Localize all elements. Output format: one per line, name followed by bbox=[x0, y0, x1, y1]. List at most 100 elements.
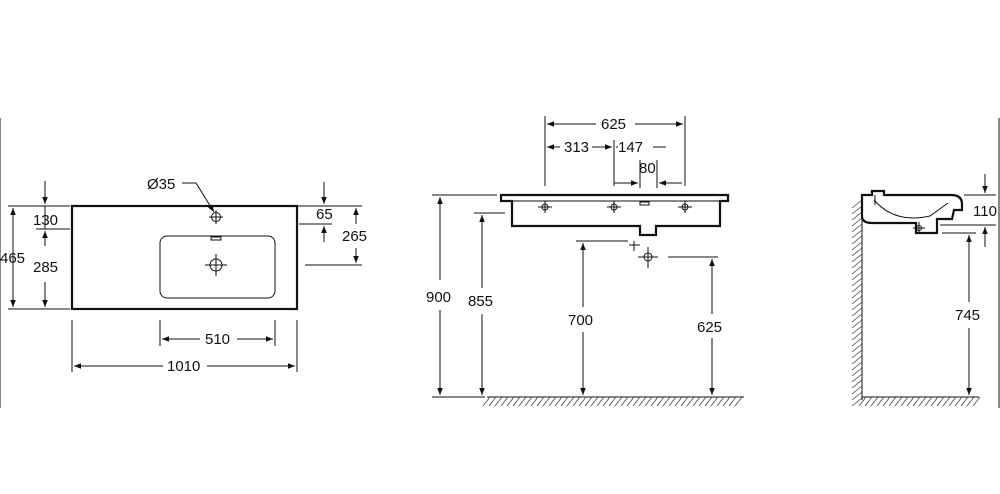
wall-hatch-side bbox=[851, 199, 863, 407]
dim-110: 110 bbox=[973, 203, 997, 220]
drain-marker-front bbox=[629, 241, 658, 268]
hatch-stroke bbox=[662, 396, 671, 407]
hatch-stroke bbox=[626, 396, 635, 407]
hatch-stroke bbox=[851, 211, 863, 221]
dim-1010: 1010 bbox=[167, 358, 200, 375]
hatch-stroke bbox=[900, 396, 909, 407]
hatch-stroke bbox=[851, 295, 863, 305]
hatch-stroke bbox=[876, 396, 885, 407]
hatch-stroke bbox=[722, 396, 731, 407]
hatch-stroke bbox=[851, 235, 863, 245]
dim-700: 700 bbox=[568, 312, 593, 329]
hatch-stroke bbox=[584, 396, 593, 407]
overflow-slot-front bbox=[639, 201, 650, 206]
hatch-stroke bbox=[494, 396, 503, 407]
hatch-stroke bbox=[954, 396, 963, 407]
hatch-stroke bbox=[972, 396, 981, 407]
hatch-stroke bbox=[572, 396, 581, 407]
hatch-stroke bbox=[888, 396, 897, 407]
hatch-stroke bbox=[851, 205, 863, 215]
basin-outline-side bbox=[860, 189, 964, 235]
hatch-stroke bbox=[734, 396, 743, 407]
dim-285: 285 bbox=[33, 259, 58, 276]
dim-147: 147 bbox=[618, 139, 643, 156]
hatch-stroke bbox=[906, 396, 915, 407]
dim-65: 65 bbox=[316, 206, 333, 223]
dim-130: 130 bbox=[33, 212, 58, 229]
hatch-stroke bbox=[614, 396, 623, 407]
hatch-stroke bbox=[650, 396, 659, 407]
hatch-stroke bbox=[851, 307, 863, 317]
hatch-stroke bbox=[692, 396, 701, 407]
hatch-stroke bbox=[918, 396, 927, 407]
hatch-stroke bbox=[674, 396, 683, 407]
hatch-stroke bbox=[851, 373, 863, 383]
hatch-stroke bbox=[851, 319, 863, 329]
drain-marker-side bbox=[913, 222, 925, 234]
hatch-stroke bbox=[716, 396, 725, 407]
hatch-stroke bbox=[566, 396, 575, 407]
hatch-stroke bbox=[710, 396, 719, 407]
hatch-stroke bbox=[851, 385, 863, 395]
hatch-stroke bbox=[698, 396, 707, 407]
hatch-stroke bbox=[680, 396, 689, 407]
hatch-stroke bbox=[894, 396, 903, 407]
overflow-slot-top bbox=[210, 236, 222, 241]
hatch-stroke bbox=[851, 247, 863, 257]
tap-marker-right bbox=[678, 201, 692, 213]
hatch-stroke bbox=[602, 396, 611, 407]
hatch-stroke bbox=[851, 199, 863, 209]
bowl-outline-top bbox=[159, 235, 276, 299]
hatch-stroke bbox=[518, 396, 527, 407]
tap-marker-left bbox=[538, 201, 552, 213]
hatch-stroke bbox=[506, 396, 515, 407]
hatch-stroke bbox=[560, 396, 569, 407]
hatch-stroke bbox=[912, 396, 921, 407]
hatch-stroke bbox=[596, 396, 605, 407]
hatch-stroke bbox=[851, 331, 863, 341]
hatch-stroke bbox=[686, 396, 695, 407]
hatch-stroke bbox=[668, 396, 677, 407]
dim-625-top: 625 bbox=[601, 116, 626, 133]
hatch-stroke bbox=[851, 241, 863, 251]
hatch-stroke bbox=[851, 259, 863, 269]
tap-marker-center bbox=[607, 201, 621, 213]
hatch-stroke bbox=[500, 396, 509, 407]
dim-900: 900 bbox=[426, 289, 451, 306]
hole-leader bbox=[182, 182, 215, 213]
hatch-stroke bbox=[960, 396, 969, 407]
hatch-stroke bbox=[942, 396, 951, 407]
hatch-stroke bbox=[882, 396, 891, 407]
hatch-stroke bbox=[858, 396, 867, 407]
hatch-stroke bbox=[548, 396, 557, 407]
hatch-stroke bbox=[656, 396, 665, 407]
hatch-stroke bbox=[864, 396, 873, 407]
hatch-stroke bbox=[590, 396, 599, 407]
hatch-stroke bbox=[924, 396, 933, 407]
dim-510: 510 bbox=[205, 331, 230, 348]
hatch-stroke bbox=[851, 391, 863, 401]
hatch-stroke bbox=[851, 283, 863, 293]
dim-745: 745 bbox=[955, 307, 980, 324]
hatch-stroke bbox=[930, 396, 939, 407]
hatch-stroke bbox=[638, 396, 647, 407]
hatch-stroke bbox=[851, 361, 863, 371]
hatch-stroke bbox=[851, 325, 863, 335]
top-view: Ø35 465 130 285 65 265 510 1010 bbox=[0, 176, 367, 375]
hatch-stroke bbox=[851, 397, 863, 407]
hatch-stroke bbox=[554, 396, 563, 407]
side-view: 110 745 bbox=[851, 174, 997, 407]
hatch-stroke bbox=[608, 396, 617, 407]
hatch-stroke bbox=[851, 223, 863, 233]
hatch-stroke bbox=[851, 379, 863, 389]
hatch-stroke bbox=[870, 396, 879, 407]
hatch-stroke bbox=[851, 343, 863, 353]
hole-diameter-label: Ø35 bbox=[147, 176, 175, 193]
hatch-stroke bbox=[851, 337, 863, 347]
basin-outline-top bbox=[70, 204, 299, 311]
hatch-stroke bbox=[542, 396, 551, 407]
hatch-stroke bbox=[644, 396, 653, 407]
hatch-stroke bbox=[851, 289, 863, 299]
dim-855: 855 bbox=[468, 293, 493, 310]
